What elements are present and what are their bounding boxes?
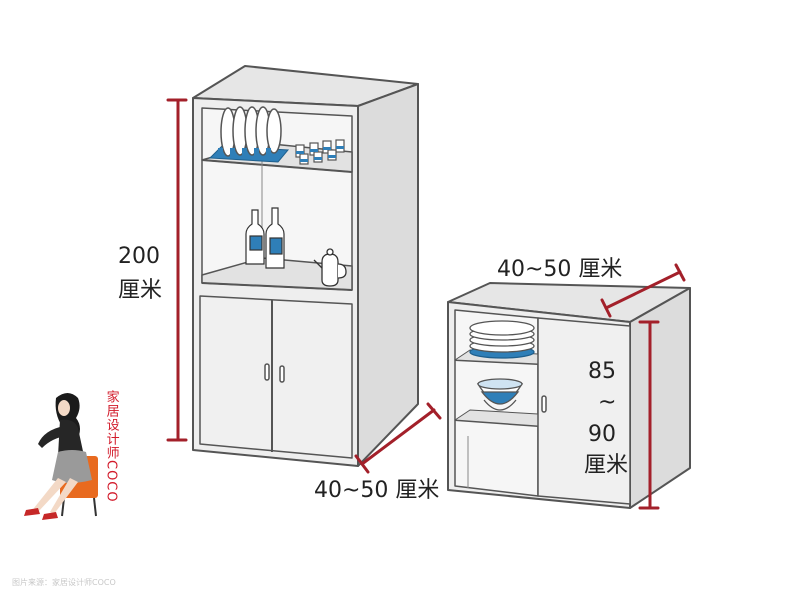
kettle xyxy=(313,248,347,287)
watermark: 图片来源：家居设计师COCO xyxy=(12,578,116,587)
tall-shelf-lower-edge xyxy=(201,282,353,291)
tall-door-frame xyxy=(199,295,353,459)
tall-depth-line xyxy=(360,408,436,466)
designer-credit: 家居设计师COCO xyxy=(103,390,119,503)
plate-rack xyxy=(208,106,290,163)
low-depth-line xyxy=(604,270,682,310)
bottles xyxy=(245,207,285,269)
dimension-lines xyxy=(166,98,686,510)
low-height-tilde: ~ xyxy=(598,390,617,415)
tall-door-handle-right xyxy=(279,365,285,383)
low-depth-label: 40~50 厘米 xyxy=(497,257,623,282)
tall-shelf-upper-edge xyxy=(201,159,353,173)
designer-illustration xyxy=(24,393,98,520)
low-door-handle xyxy=(541,395,547,413)
low-cabinet xyxy=(447,282,691,509)
low-height-value-2: 90 xyxy=(588,422,616,447)
tall-door-handle-left xyxy=(264,363,270,381)
tall-cabinet-side xyxy=(357,83,419,467)
low-height-value-1: 85 xyxy=(588,359,616,384)
tall-depth-label: 40~50 厘米 xyxy=(314,478,440,503)
cup-bands xyxy=(296,146,344,162)
figure-skirt xyxy=(52,450,92,483)
tall-height-value: 200 xyxy=(118,244,160,269)
stacked-plates xyxy=(469,320,535,359)
tall-height-unit: 厘米 xyxy=(118,278,163,303)
stacked-bowls xyxy=(476,378,524,411)
low-height-unit: 厘米 xyxy=(584,453,629,478)
low-cabinet-door xyxy=(537,317,631,505)
